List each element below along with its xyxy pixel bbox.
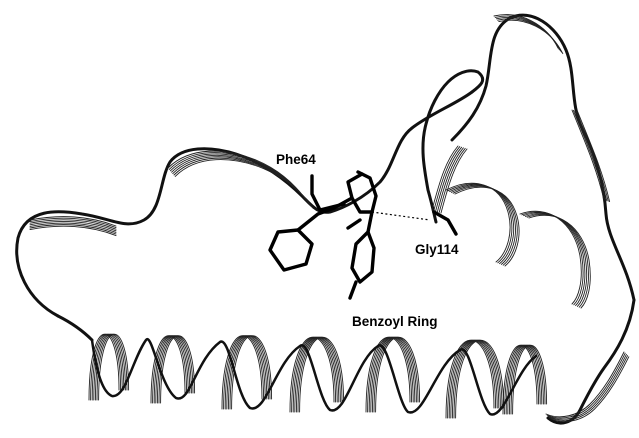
benzoyl-ring — [352, 232, 374, 282]
ligand-stick-model — [270, 172, 376, 298]
ribbon-band-top-right — [494, 15, 563, 54]
alpha-helix — [89, 334, 547, 418]
ribbon-band-hairpin-2 — [520, 211, 590, 308]
backbone-ribbon — [17, 15, 634, 423]
label-gly114: Gly114 — [415, 242, 459, 257]
label-phe64: Phe64 — [276, 152, 316, 167]
label-benzoyl-ring: Benzoyl Ring — [352, 314, 438, 329]
hydrogen-bond-dashed-line — [372, 212, 430, 220]
gly114-stick — [434, 212, 456, 234]
cyclohexyl-ring — [270, 230, 312, 270]
ribbon-band-bottom-right — [546, 352, 629, 422]
helix-turn — [151, 336, 195, 403]
helix-turn — [503, 345, 547, 414]
ribbon-band-strand — [432, 146, 467, 213]
